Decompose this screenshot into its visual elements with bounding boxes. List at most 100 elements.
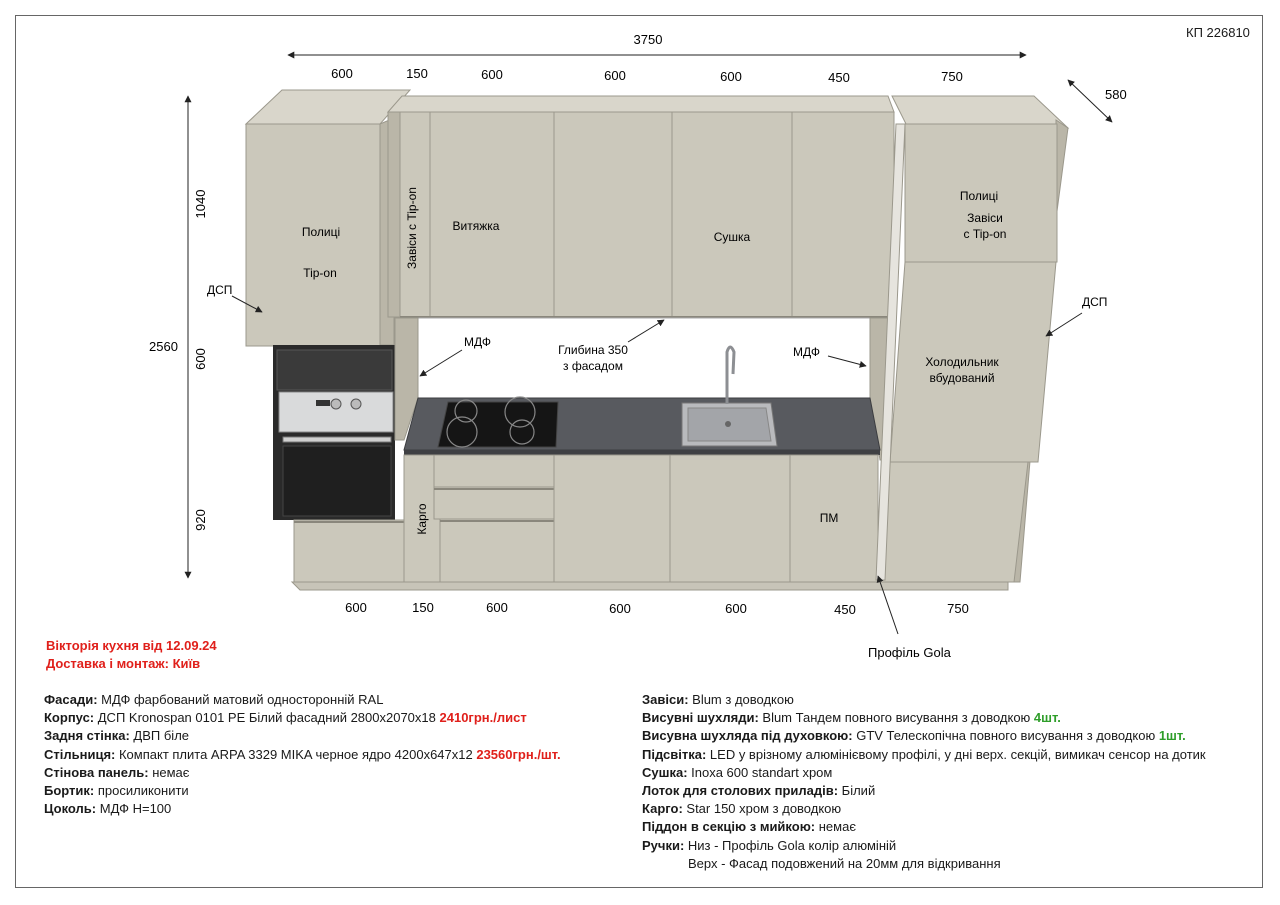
project-code: КП 226810 (1186, 25, 1250, 40)
mdf-right-arrow (827, 355, 867, 368)
spec-lighting: Підсвітка: LED у врізному алюмінієвому п… (642, 746, 1206, 762)
gola-profile-strip (875, 123, 906, 581)
order-title: Вікторія кухня від 12.09.24 (46, 638, 217, 653)
label-gola: Профіль Gola (868, 645, 952, 660)
spec-drawers: Висувні шухляди: Blum Тандем повного вис… (642, 710, 1061, 726)
bottom-width-2: 150 (412, 600, 434, 615)
label-shelves-left: Полиці (302, 225, 340, 239)
spec-back-wall: Задня стінка: ДВП біле (44, 728, 190, 744)
top-width-2: 150 (406, 66, 428, 81)
label-hinges-right-2: с Tip-on (964, 227, 1007, 241)
overall-height-text: 2560 (149, 339, 178, 354)
drawing-frame (15, 15, 1263, 888)
right-column-lower (879, 461, 1029, 583)
specs-right: Завіси: Blum з доводкою Висувні шухляди:… (642, 691, 1206, 873)
spec-oven-drawer: Висувна шухляда під духовкою: GTV Телеск… (642, 728, 1186, 744)
label-hood: Витяжка (453, 219, 500, 233)
spec-wall-panel: Стінова панель: немає (44, 764, 190, 780)
top-widths: 600 150 600 600 600 450 750 (331, 66, 963, 85)
dsp-right-arrow (1045, 312, 1083, 337)
oven-knob-left (330, 398, 342, 410)
oven-door (282, 445, 392, 517)
label-dishwasher: ПМ (820, 511, 839, 525)
upper-cabinets-back (387, 111, 401, 318)
spec-plinth: Цоколь: МДФ Н=100 (44, 801, 172, 817)
left-column-top (244, 89, 412, 125)
depth-note-arrow (627, 319, 665, 343)
bottom-widths: 600 150 600 600 600 450 750 (345, 600, 969, 617)
spec-body: Корпус: ДСП Kronospan 0101 PE Білий фаса… (44, 710, 527, 726)
top-width-7: 750 (941, 69, 963, 84)
spec-body-price: 2410грн./лист (439, 710, 527, 726)
height-top-text: 1040 (193, 190, 208, 219)
bottom-width-3: 600 (486, 600, 508, 615)
specs-left: Фасади: МДФ фарбований матовий односторо… (44, 691, 561, 818)
upper-cabinet-hood (429, 111, 555, 318)
right-column-top (891, 95, 1070, 129)
label-hinges-tipon: Завіси с Tip-on (405, 187, 419, 269)
mdf-left-arrow (419, 349, 463, 377)
label-tipon-left: Tip-on (303, 266, 337, 280)
overall-width-text: 3750 (634, 32, 663, 47)
bottom-width-5: 600 (725, 601, 747, 616)
spec-oven-drawer-qty: 1шт. (1158, 728, 1186, 744)
lower-cabinet-sink (669, 454, 791, 583)
microwave (276, 349, 393, 391)
right-column-fridge (889, 261, 1057, 463)
label-hinges-right-1: Завіси (967, 211, 1003, 225)
lower-cabinet-4 (553, 454, 671, 583)
bottom-width-4: 600 (609, 601, 631, 616)
spec-countertop-price: 23560грн./шт. (476, 746, 561, 762)
oven-handle (282, 436, 392, 443)
delivery-title: Доставка і монтаж: Київ (46, 656, 201, 671)
label-depth-note-1: Глибина 350 (558, 343, 628, 357)
burner-3 (446, 416, 478, 448)
bottom-width-1: 600 (345, 600, 367, 615)
sink-drain (725, 421, 731, 427)
label-fridge-1: Холодильник (925, 355, 999, 369)
height-mid-text: 600 (193, 348, 208, 370)
spec-edge: Бортик: просиликонити (44, 782, 189, 798)
oven-knob-right (350, 398, 362, 410)
upper-cabinet-narrow (399, 111, 431, 318)
spec-cargo: Карго: Star 150 хром з доводкою (642, 801, 842, 817)
backsplash (417, 317, 871, 399)
plinth (290, 581, 1009, 591)
gola-arrow (876, 575, 899, 635)
upper-cabinet-5 (791, 111, 895, 318)
label-mdf-right: МДФ (793, 345, 820, 359)
oven-drawer-front (293, 519, 415, 583)
top-width-1: 600 (331, 66, 353, 81)
top-width-4: 600 (604, 68, 626, 83)
top-width-5: 600 (720, 69, 742, 84)
oven-panel (278, 391, 394, 433)
spec-facades: Фасади: МДФ фарбований матовий односторо… (44, 692, 384, 707)
depth-line (1067, 79, 1113, 123)
cooktop (437, 401, 559, 448)
height-bottom-text: 920 (193, 509, 208, 531)
label-cargo: Карго (415, 503, 429, 534)
spec-drawers-qty: 4шт. (1033, 710, 1061, 726)
lower-drawer-1 (433, 454, 555, 488)
spec-cutlery-tray: Лоток для столових приладів: Білий (642, 782, 876, 798)
upper-cabinets-top (386, 95, 895, 113)
spec-handles-line2: Верх - Фасад подовжений на 20мм для відк… (688, 855, 1001, 871)
top-width-3: 600 (481, 67, 503, 82)
upper-cabinet-3 (553, 111, 673, 318)
spec-handles: Ручки: Низ - Профіль Gola колір алюміній (642, 837, 897, 853)
lower-cabinet-dishwasher (789, 454, 879, 583)
label-dsp-left: ДСП (207, 283, 232, 297)
right-column-upper (904, 123, 1058, 263)
label-shelves-right: Полиці (960, 189, 998, 203)
faucet (725, 345, 736, 404)
spec-countertop: Стільниця: Компакт плита ARPA 3329 MIKA … (44, 746, 561, 762)
burner-2 (504, 396, 536, 428)
label-dryer: Сушка (714, 230, 751, 244)
left-side-panel (394, 317, 419, 441)
countertop-edge (404, 450, 880, 455)
oven-display (316, 400, 330, 406)
bottom-width-6: 450 (834, 602, 856, 617)
top-width-6: 450 (828, 70, 850, 85)
upper-cabinet-dryer (671, 111, 793, 318)
